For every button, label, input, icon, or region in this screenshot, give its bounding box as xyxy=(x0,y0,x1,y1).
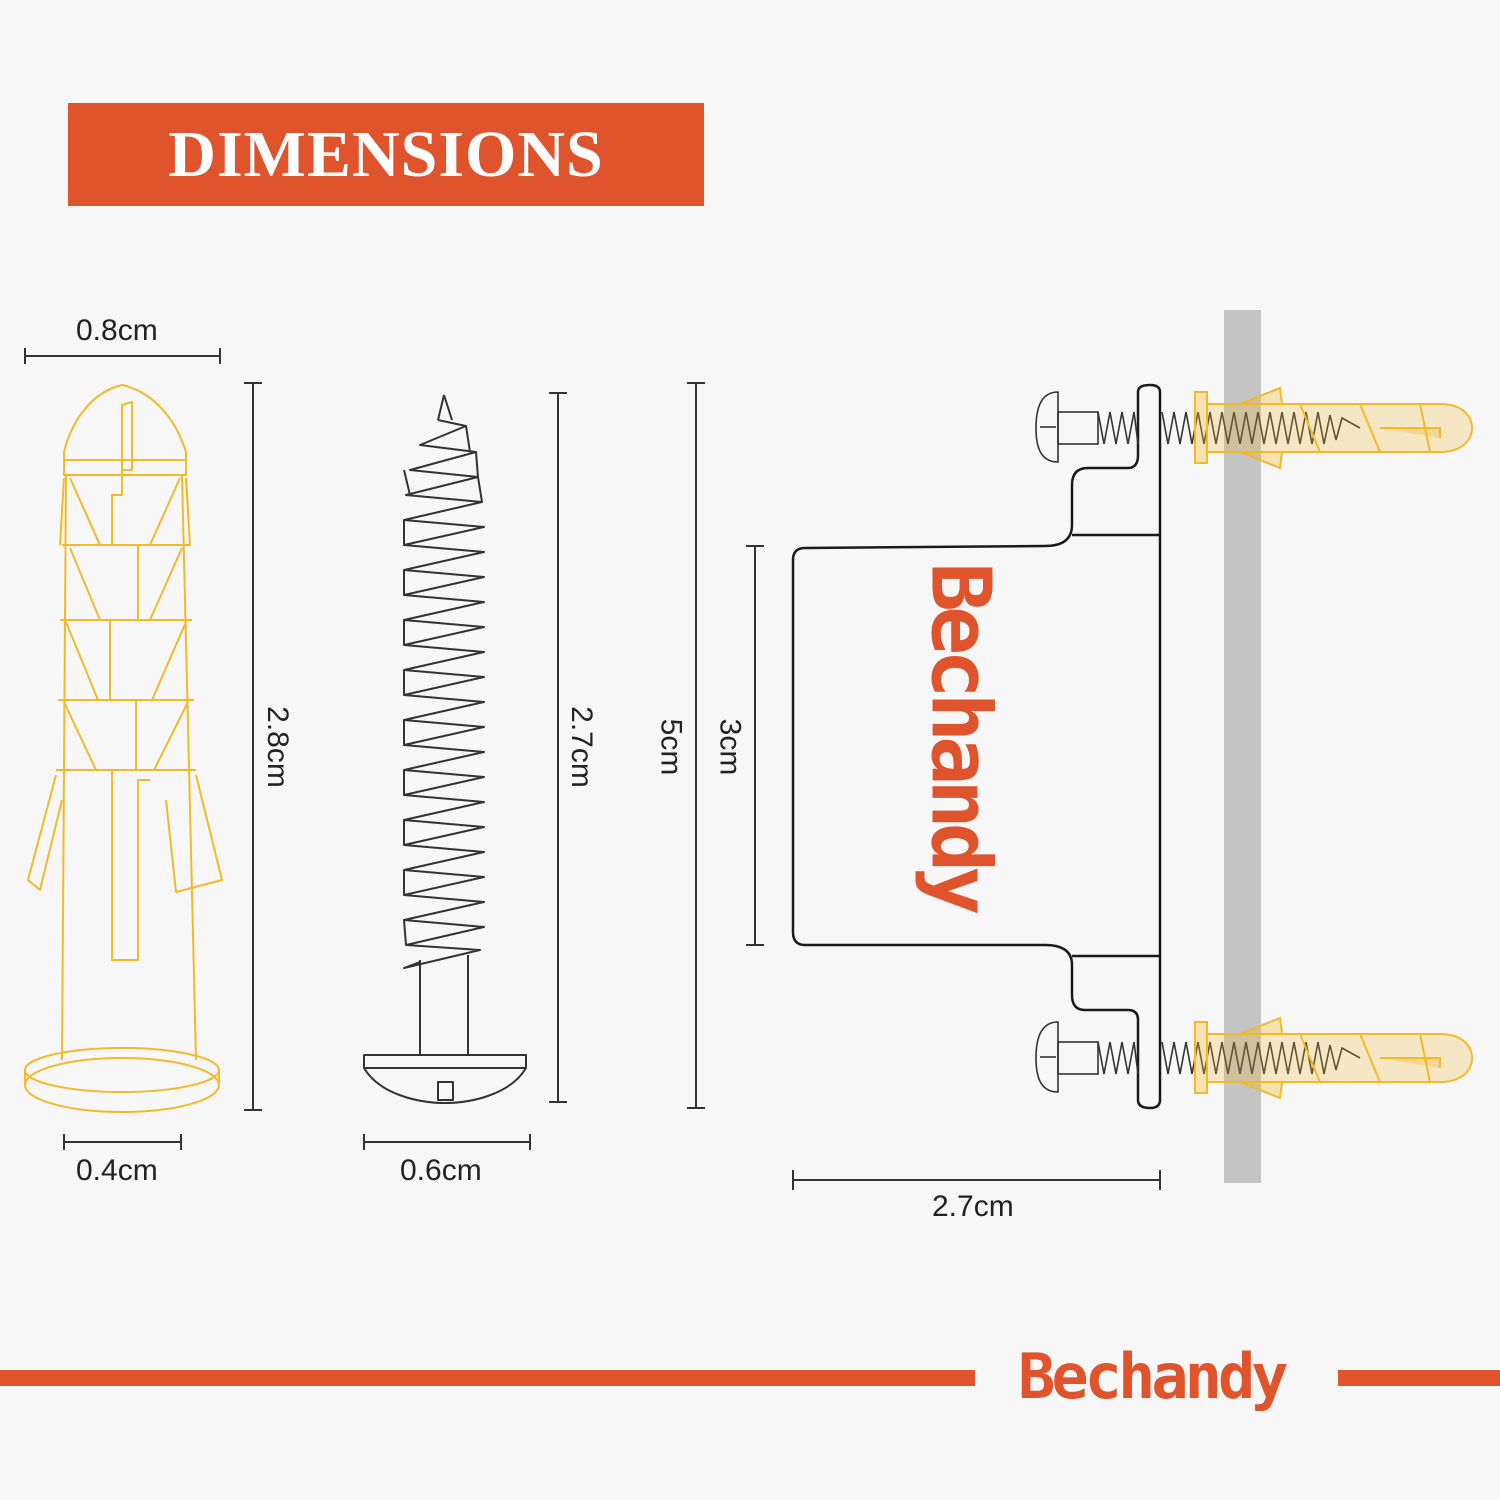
bracket-anchor-top xyxy=(1194,386,1474,470)
anchor-length-label: 2.8cm xyxy=(260,706,294,788)
bracket-dimension-lines xyxy=(687,382,1161,1190)
bracket-inner-height-label: 3cm xyxy=(713,718,747,776)
bracket-total-height-label: 5cm xyxy=(654,718,688,776)
screw-head-width-label: 0.6cm xyxy=(400,1154,482,1187)
wall-section xyxy=(1224,310,1261,1183)
bracket-brand-text: Bechandy xyxy=(912,562,1008,910)
anchor-bottom-width-label: 0.4cm xyxy=(76,1154,158,1187)
screw-length-label: 2.7cm xyxy=(564,706,598,788)
page-title: DIMENSIONS xyxy=(168,117,604,191)
bracket-drawing xyxy=(791,383,1162,1110)
bracket-screw-bottom xyxy=(1035,1021,1361,1093)
footer-divider-right xyxy=(1338,1370,1500,1386)
anchor-top-width-label: 0.8cm xyxy=(76,314,158,347)
title-banner: DIMENSIONS xyxy=(68,103,704,206)
bracket-anchor-bottom xyxy=(1194,1016,1474,1100)
wall-anchor-drawing xyxy=(24,384,223,1113)
screw-drawing xyxy=(363,394,527,1104)
screw-dimension-lines xyxy=(363,392,567,1150)
bracket-depth-label: 2.7cm xyxy=(932,1190,1014,1223)
footer-brand-logo: Bechandy xyxy=(1018,1340,1289,1413)
footer-divider-left xyxy=(0,1370,975,1386)
anchor-dimension-lines xyxy=(24,348,262,1150)
bracket-screw-top xyxy=(1035,391,1361,463)
